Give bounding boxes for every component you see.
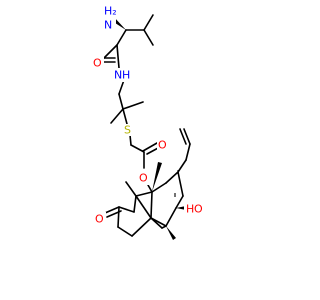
double-bond	[183, 128, 191, 145]
amino-n-label: N	[104, 19, 112, 32]
bond	[161, 225, 167, 229]
amide-h-label: H	[122, 69, 130, 82]
wedge-bond	[166, 226, 176, 240]
ester-carbonyl-oxygen-label: O	[158, 139, 167, 152]
bond	[131, 217, 152, 237]
bond	[165, 207, 177, 227]
bond	[177, 171, 184, 197]
bond	[110, 108, 124, 124]
bond	[185, 143, 191, 161]
hashed-wedge-bond	[174, 170, 179, 197]
bond	[122, 101, 144, 110]
hydroxyl-h-label: H	[186, 203, 194, 216]
double-bond	[179, 128, 187, 145]
bond	[125, 181, 137, 197]
molecule-structure: H₂ N O N H S O O H O O	[92, 4, 206, 240]
bond	[143, 29, 154, 46]
bond	[135, 191, 153, 197]
bond	[118, 93, 124, 110]
ketone-oxygen-label: O	[95, 213, 104, 226]
bond	[143, 14, 154, 31]
bond	[147, 184, 153, 193]
amide-oxygen-label: O	[93, 57, 102, 70]
bond	[118, 79, 125, 95]
bond	[116, 29, 127, 46]
amino-h2-label: H₂	[104, 5, 117, 18]
double-bond	[142, 142, 158, 152]
bond	[151, 182, 167, 193]
bond	[150, 191, 153, 219]
wedge-bond	[152, 162, 162, 192]
bond	[177, 159, 187, 173]
ester-oxygen-label: O	[139, 172, 148, 185]
bond	[117, 226, 133, 237]
bond	[130, 144, 145, 153]
bond	[117, 206, 120, 228]
bond	[133, 195, 137, 213]
atom-labels: H₂ N O N H S O O H O O	[92, 4, 206, 226]
double-bond	[104, 206, 120, 214]
bond	[165, 171, 179, 184]
bond	[150, 217, 163, 229]
bond	[135, 195, 152, 219]
wedge-bond-hydroxyl	[176, 206, 186, 210]
bond	[129, 134, 132, 146]
bond	[122, 108, 128, 125]
thioether-sulfur-label: S	[124, 124, 131, 137]
amide-nitrogen-label: N	[114, 69, 122, 82]
hydroxyl-oxygen-label: O	[194, 203, 203, 216]
bonds	[101, 14, 191, 240]
bond	[116, 44, 120, 69]
bond	[175, 195, 184, 209]
bond	[118, 206, 135, 213]
